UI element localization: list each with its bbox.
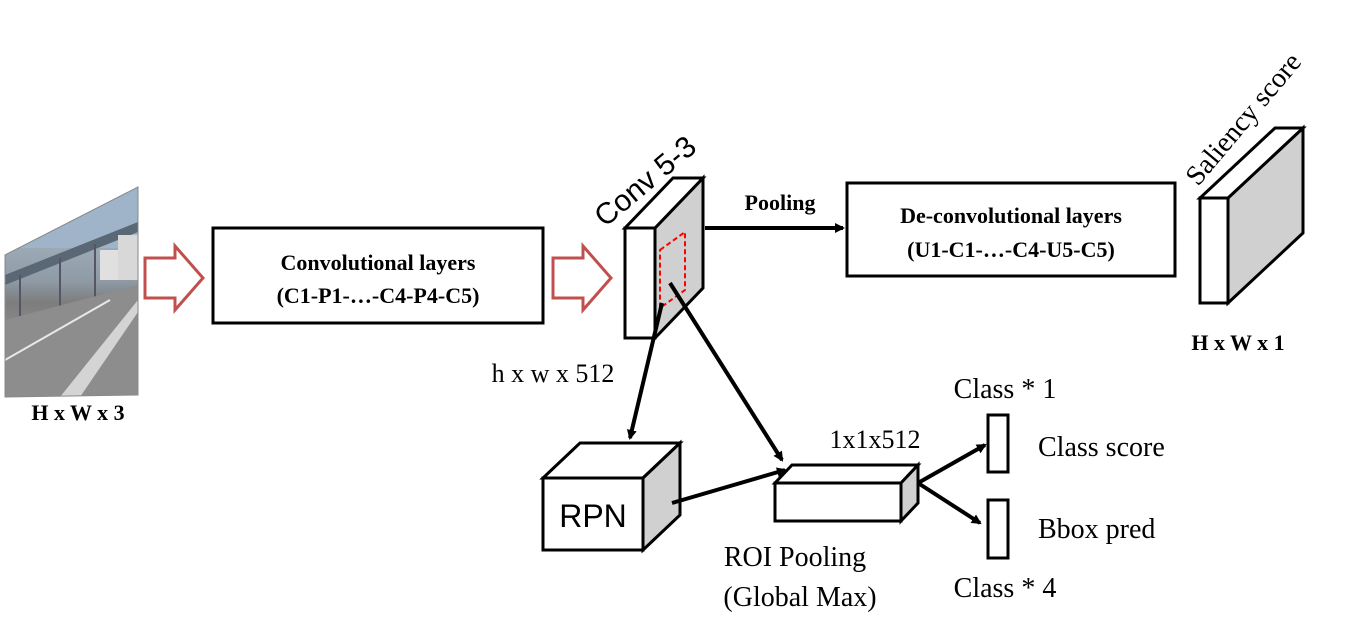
- input-dims-label: H x W x 3: [31, 400, 124, 425]
- deconv-sequence: (U1-C1-…-C4-U5-C5): [907, 237, 1115, 262]
- arrow-rpn-to-roi: [671, 467, 787, 505]
- saliency-output-block: [1196, 124, 1307, 307]
- arrow-to-rpn: [626, 302, 664, 440]
- bbox-pred-label: Bbox pred: [1038, 514, 1155, 545]
- hollow-arrow-1: [143, 242, 205, 314]
- deconv-layers-box: De-convolutional layers (U1-C1-…-C4-U5-C…: [845, 181, 1177, 278]
- class-score-label: Class score: [1038, 432, 1165, 463]
- roi-label-line1: ROI Pooling: [724, 542, 866, 573]
- bbox-pred-bar: [986, 498, 1010, 560]
- class-mult-label: Class * 1: [954, 374, 1057, 405]
- pooling-label: Pooling: [745, 190, 816, 215]
- arrow-to-bbox-pred: [916, 481, 982, 525]
- rpn-block: RPN: [539, 439, 684, 554]
- roi-dims-label: 1x1x512: [830, 425, 921, 454]
- conv53-feature-block: [621, 174, 707, 342]
- road-scene-photo: [4, 186, 139, 398]
- class-score-bar: [986, 413, 1010, 474]
- conv-layers-box: Convolutional layers (C1-P1-…-C4-P4-C5): [211, 226, 545, 325]
- arrow-to-roi: [668, 281, 784, 462]
- roi-pooling-block: [771, 461, 922, 525]
- conv-layers-sequence: (C1-P1-…-C4-P4-C5): [277, 283, 480, 308]
- rpn-label: RPN: [559, 498, 627, 534]
- roi-dashed-box: [659, 230, 686, 310]
- conv53-dims-label: h x w x 512: [492, 359, 615, 388]
- arrow-to-class-score: [917, 443, 987, 485]
- hollow-arrow-2: [551, 242, 613, 314]
- conv-layers-title: Convolutional layers: [281, 250, 476, 275]
- deconv-title: De-convolutional layers: [900, 203, 1122, 228]
- roi-label-line2: (Global Max): [723, 582, 876, 613]
- saliency-dims-label: H x W x 1: [1191, 330, 1284, 355]
- bbox-mult-label: Class * 4: [954, 573, 1057, 604]
